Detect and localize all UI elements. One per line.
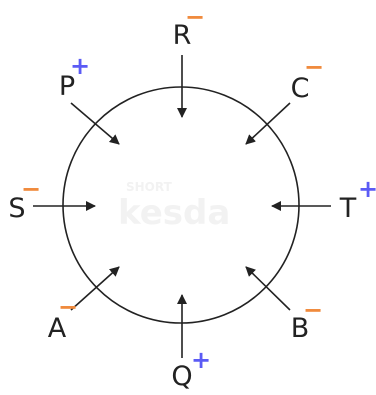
arrows-group [33, 55, 331, 358]
arrow-b [245, 266, 291, 311]
sign-s-minus: − [21, 175, 41, 203]
label-p: P [59, 71, 75, 102]
sign-b-minus: − [303, 296, 323, 324]
label-s: S [8, 193, 25, 224]
sign-p-plus: + [70, 52, 90, 80]
arrow-a [70, 266, 120, 311]
sign-c-minus: − [304, 53, 324, 81]
watermark-small: SHORT [126, 180, 173, 194]
label-c: C [291, 73, 310, 104]
sign-r-minus: − [185, 3, 205, 31]
label-r: R [173, 20, 192, 51]
label-t: T [339, 193, 357, 224]
sign-q-plus: + [191, 346, 211, 374]
arrow-c [245, 102, 291, 145]
sign-a-minus: − [58, 293, 78, 321]
label-a: A [48, 313, 67, 344]
labels-group: R−C−T+B−Q+A−S−P+ [8, 3, 376, 392]
sign-t-plus: + [358, 175, 376, 203]
sphere-circle [62, 86, 300, 324]
watermark-large: kesda [118, 193, 230, 233]
arrow-p [70, 102, 120, 145]
label-b: B [291, 313, 310, 344]
label-q: Q [171, 361, 192, 392]
